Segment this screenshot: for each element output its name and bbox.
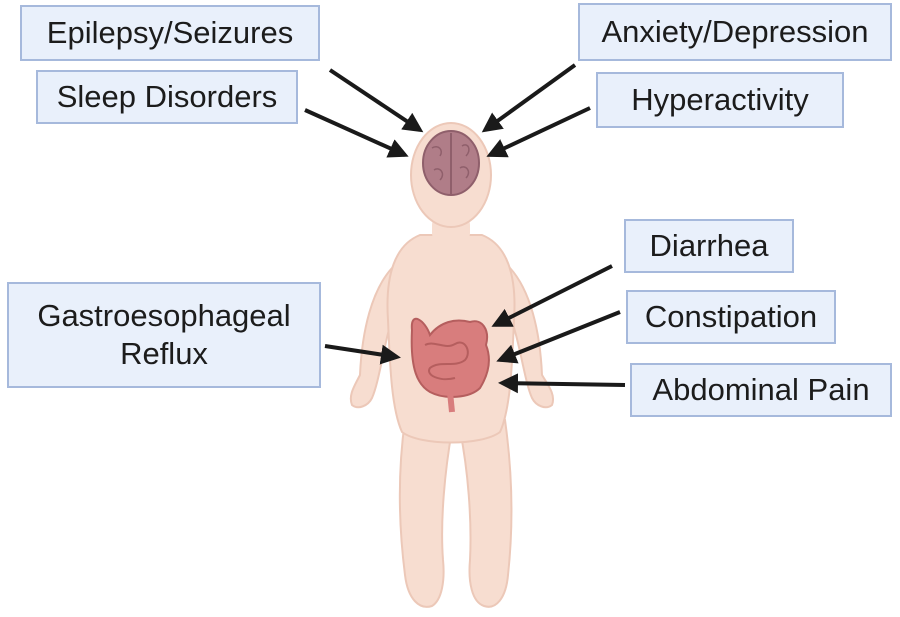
arrow-diarrhea <box>491 264 613 327</box>
arrow-gerd <box>324 344 401 365</box>
intestines <box>410 317 490 413</box>
label-constipation: Constipation <box>626 290 836 344</box>
label-anxiety-depression: Anxiety/Depression <box>578 3 892 61</box>
left-leg <box>398 418 454 608</box>
label-sleep-disorders: Sleep Disorders <box>36 70 298 124</box>
arrow-abdominal-pain <box>498 373 626 394</box>
brain <box>422 130 480 196</box>
arrow-hyperactivity <box>486 106 591 158</box>
arrow-epilepsy <box>328 68 424 133</box>
label-gerd-line2: Reflux <box>120 336 208 371</box>
label-epilepsy-text: Epilepsy/Seizures <box>46 15 294 51</box>
label-sleep-text: Sleep Disorders <box>56 79 278 115</box>
left-arm <box>349 265 397 409</box>
label-hyperactivity-text: Hyperactivity <box>631 82 809 118</box>
arrow-constipation <box>496 310 621 364</box>
right-arm <box>506 265 554 409</box>
label-gerd-line1: Gastroesophageal <box>37 298 291 334</box>
right-leg <box>458 418 513 608</box>
child-figure <box>349 122 554 608</box>
label-abdominal-pain: Abdominal Pain <box>630 363 892 417</box>
label-diarrhea-text: Diarrhea <box>649 228 769 264</box>
arrow-anxiety <box>481 63 577 133</box>
label-hyperactivity: Hyperactivity <box>596 72 844 128</box>
arrow-sleep <box>304 108 409 158</box>
label-anxiety-text: Anxiety/Depression <box>601 14 869 50</box>
label-abdominal-pain-text: Abdominal Pain <box>652 372 870 408</box>
label-constipation-text: Constipation <box>644 299 818 335</box>
label-diarrhea: Diarrhea <box>624 219 794 273</box>
label-gastroesophageal-reflux: Gastroesophageal Reflux <box>7 282 321 388</box>
arrows <box>304 63 626 394</box>
label-epilepsy-seizures: Epilepsy/Seizures <box>20 5 320 61</box>
